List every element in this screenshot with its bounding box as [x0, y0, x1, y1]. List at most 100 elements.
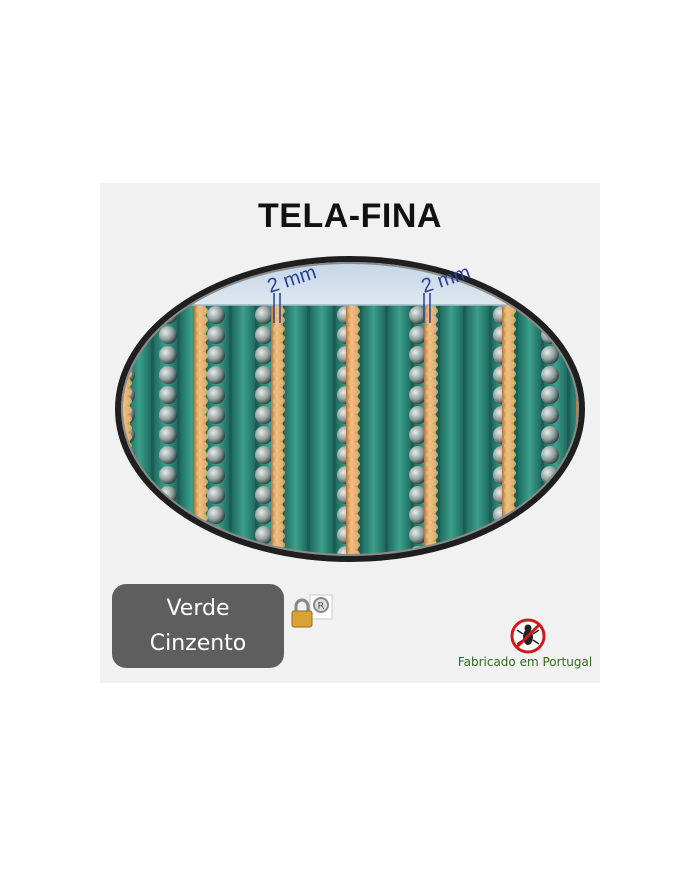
gold-chip [196, 460, 208, 468]
mesh-bead [207, 426, 225, 444]
gold-chip [578, 325, 582, 333]
gold-chip [578, 523, 582, 531]
mesh-bead [409, 466, 427, 484]
gold-chip [348, 370, 360, 378]
gold-chip [348, 487, 360, 495]
gold-chip [348, 433, 360, 441]
product-panel: TELA-FINA [100, 183, 600, 683]
gold-chip [273, 451, 285, 459]
gold-chip [348, 361, 360, 369]
gold-chip [504, 469, 516, 477]
gold-chip [273, 433, 285, 441]
gold-chip [196, 307, 208, 315]
gold-chip [273, 523, 285, 531]
mesh-bead [118, 326, 135, 344]
gold-chip [273, 397, 285, 405]
gold-chip [273, 406, 285, 414]
mesh-strip [440, 305, 463, 559]
gold-chip [348, 406, 360, 414]
gold-chip [578, 460, 582, 468]
gold-chip [426, 379, 438, 387]
mesh-strip [232, 305, 255, 559]
gold-chip [196, 406, 208, 414]
gold-chip [504, 325, 516, 333]
mesh-bead [159, 526, 177, 544]
mesh-bead [409, 306, 427, 324]
gold-chip [504, 406, 516, 414]
mesh-bead [255, 486, 273, 504]
gold-chip [504, 352, 516, 360]
gold-chip [196, 559, 208, 565]
gold-chip [578, 316, 582, 324]
mesh-bead [541, 426, 559, 444]
mesh-bead [541, 306, 559, 324]
gold-chip [196, 550, 208, 558]
gold-chip [348, 352, 360, 360]
gold-chip [348, 325, 360, 333]
gold-chip [120, 325, 132, 333]
gold-chip [273, 442, 285, 450]
gold-chip [426, 424, 438, 432]
color-option-verde: Verde [166, 596, 230, 621]
gold-chip [196, 541, 208, 549]
mesh-bead [118, 506, 135, 524]
gold-chip [120, 334, 132, 342]
gold-chip [273, 505, 285, 513]
gold-chip [504, 451, 516, 459]
mesh-strip [466, 305, 489, 559]
mesh-bead [255, 466, 273, 484]
mesh-bead [409, 386, 427, 404]
gold-chip [348, 388, 360, 396]
gold-chip [578, 550, 582, 558]
color-options-tag: Verde Cinzento [112, 584, 284, 668]
gold-chip [120, 478, 132, 486]
gold-chip [348, 532, 360, 540]
mesh-bead [159, 546, 177, 559]
gold-chip [196, 316, 208, 324]
mesh-bead [409, 486, 427, 504]
mesh-bead [118, 526, 135, 544]
gold-chip [273, 370, 285, 378]
gold-chip [426, 442, 438, 450]
gold-chip [120, 559, 132, 565]
mesh-bead [159, 366, 177, 384]
svg-text:R: R [318, 601, 325, 612]
mesh-bead [409, 506, 427, 524]
mesh-bead [255, 506, 273, 524]
gold-chip [120, 514, 132, 522]
mesh-bead [207, 366, 225, 384]
gold-chip [348, 469, 360, 477]
mesh-bead [541, 406, 559, 424]
gold-chip [120, 469, 132, 477]
gold-chip [578, 478, 582, 486]
gold-chip [273, 307, 285, 315]
gold-chip [120, 496, 132, 504]
gold-chip [273, 460, 285, 468]
gold-chip [504, 379, 516, 387]
gold-chip [426, 451, 438, 459]
mesh-bead [207, 306, 225, 324]
gold-chip [426, 496, 438, 504]
gold-chip [273, 316, 285, 324]
mesh-bead [159, 426, 177, 444]
gold-chip [348, 424, 360, 432]
gold-chip [196, 478, 208, 486]
gold-chip [426, 325, 438, 333]
gold-chip [120, 550, 132, 558]
gold-chip [196, 451, 208, 459]
gold-chip [196, 352, 208, 360]
gold-chip [578, 307, 582, 315]
mesh-bead [409, 526, 427, 544]
mesh-bead [541, 346, 559, 364]
gold-chip [196, 496, 208, 504]
gold-chip [273, 496, 285, 504]
gold-chip [504, 523, 516, 531]
gold-chip [426, 505, 438, 513]
gold-chip [273, 334, 285, 342]
mesh-bead [159, 406, 177, 424]
gold-chip [504, 478, 516, 486]
mesh-oval-illustration: 2 mm 2 mm [112, 253, 588, 565]
gold-chip [273, 487, 285, 495]
mesh-bead [255, 526, 273, 544]
gold-chip [120, 307, 132, 315]
